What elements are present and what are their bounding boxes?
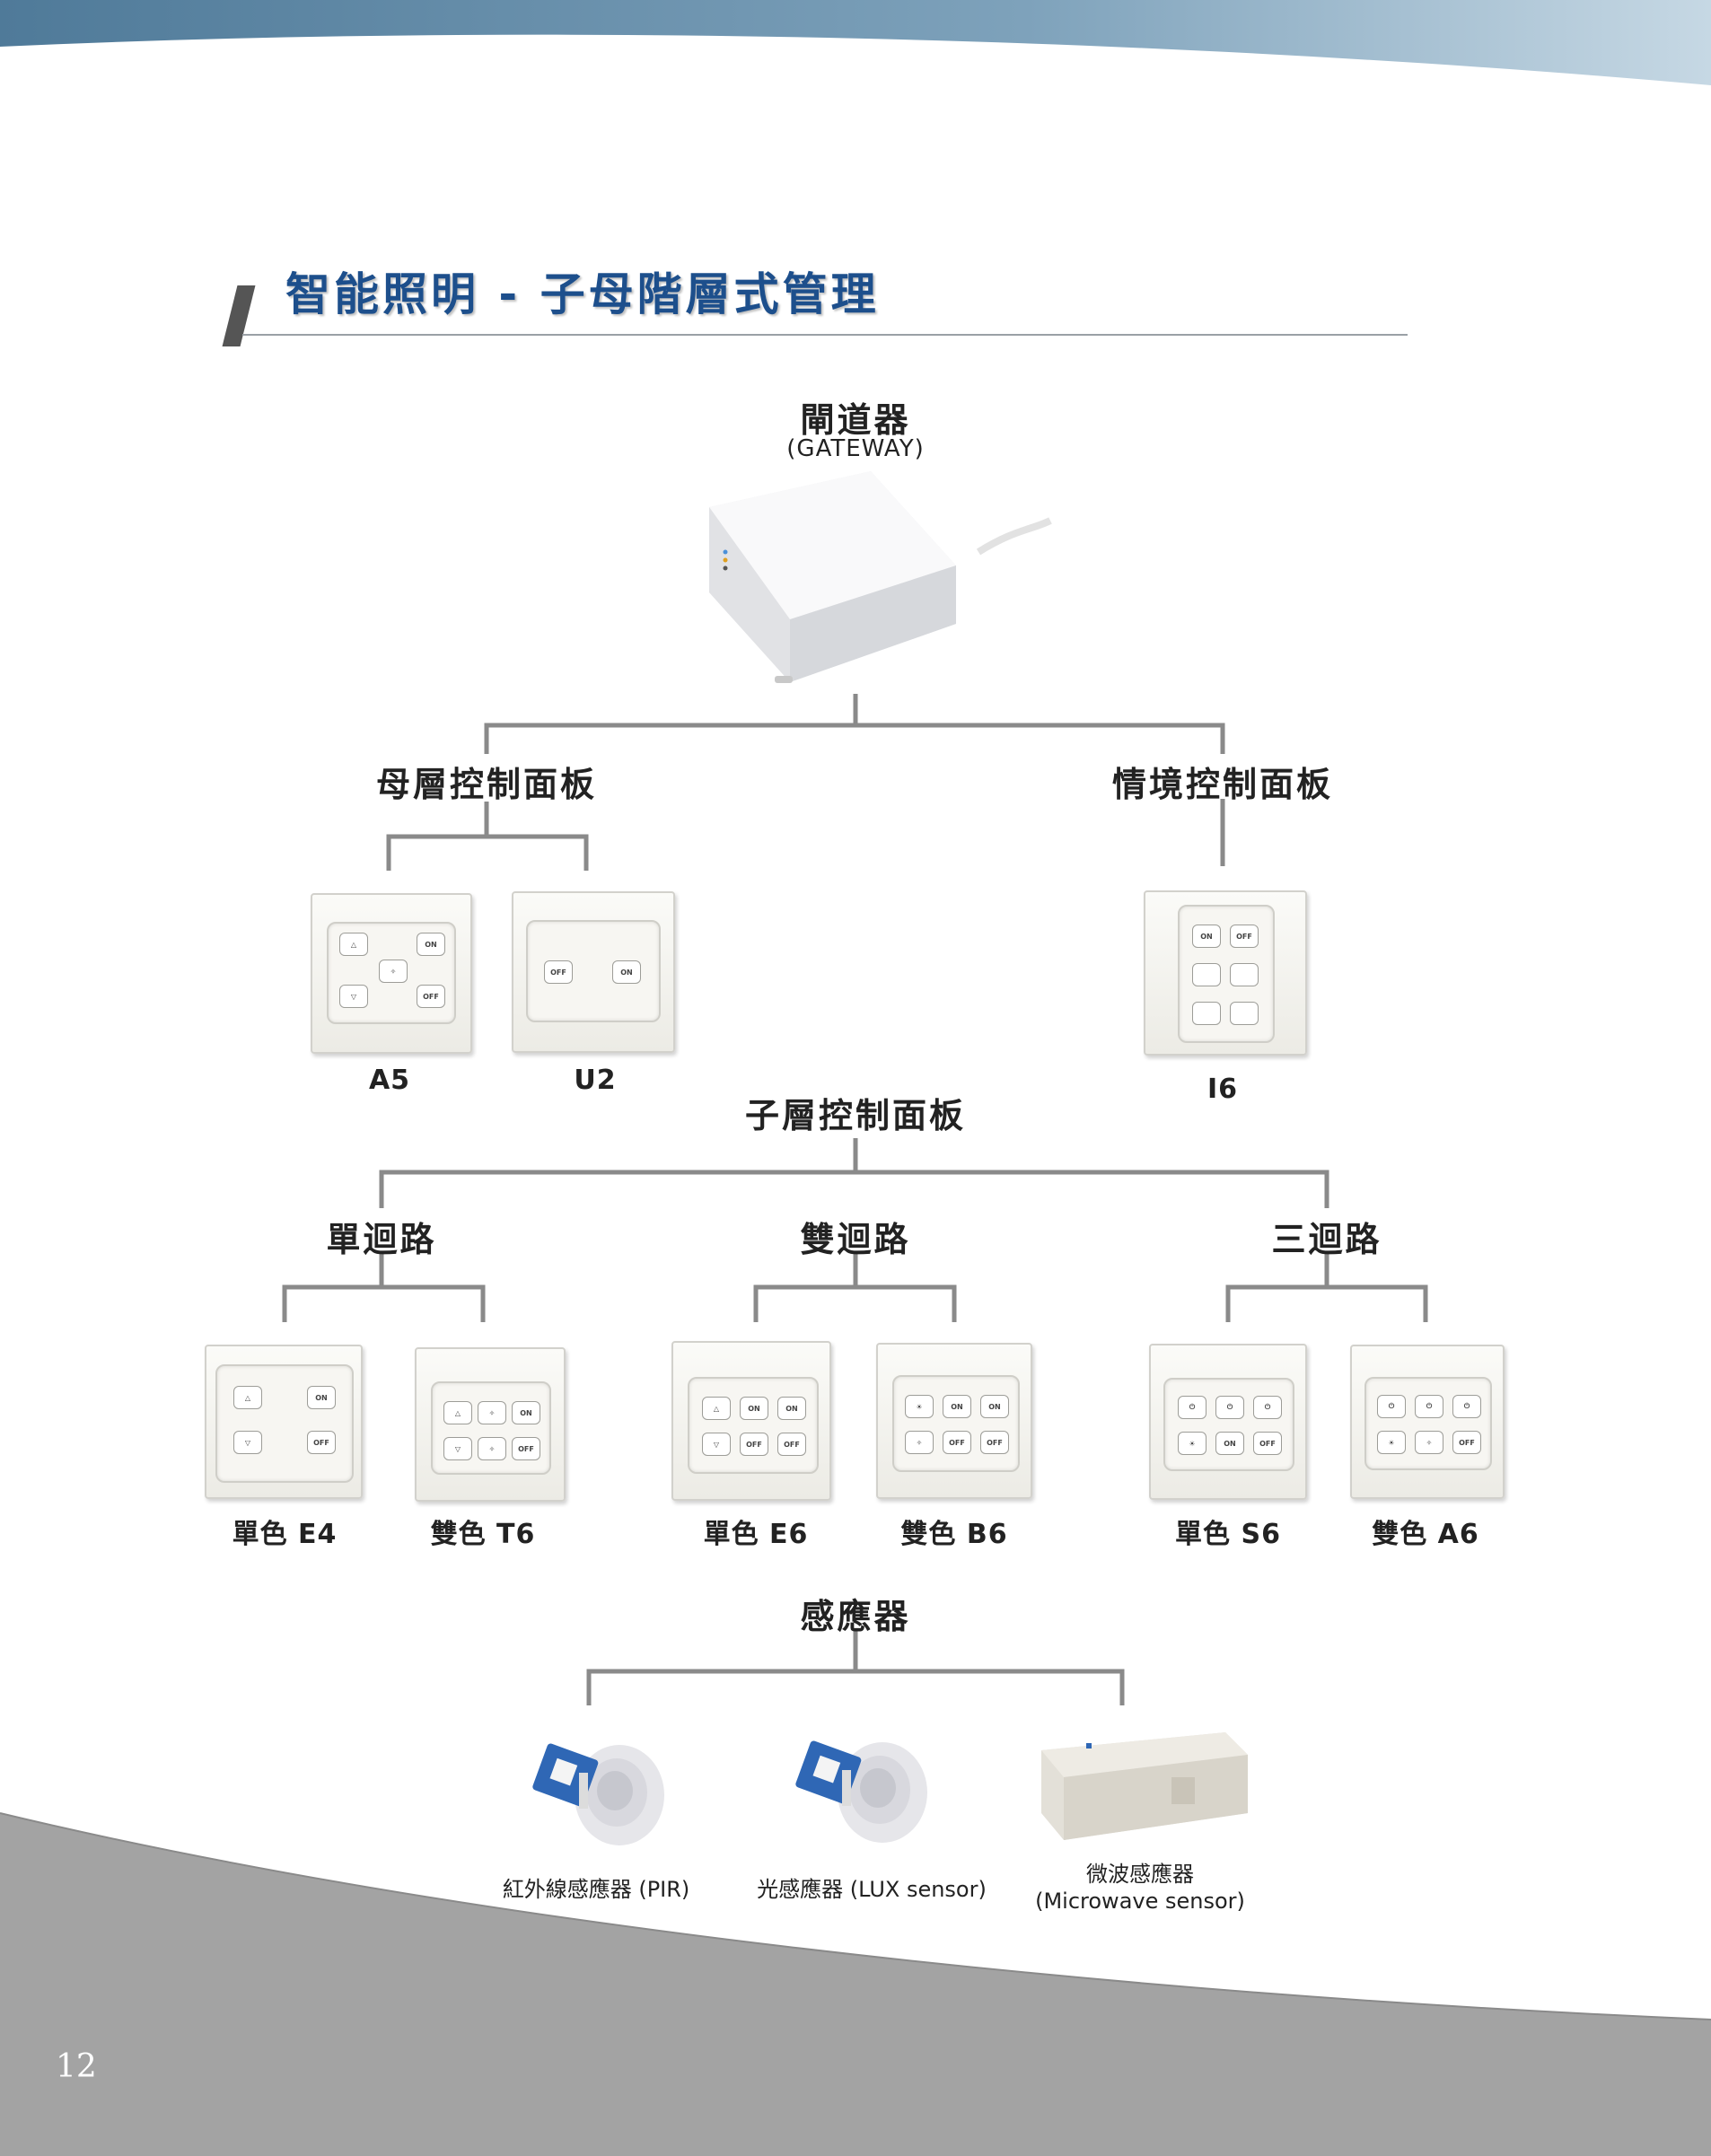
on-key: ON	[980, 1395, 1009, 1418]
panel-u2-image: OFF ON	[512, 891, 675, 1053]
sun-icon: ☀	[1178, 1432, 1206, 1455]
triple-circuit-connector	[1225, 1251, 1428, 1322]
on-key: ON	[1192, 925, 1221, 948]
sun-icon: ☀	[1377, 1431, 1406, 1454]
on-key: ON	[777, 1397, 806, 1420]
on-key: ON	[943, 1395, 971, 1418]
panel-e6-name: 單色 E6	[703, 1519, 809, 1550]
panel-i6-name: I6	[1206, 1074, 1239, 1105]
panel-e4-image: △ ▽ ON OFF	[205, 1345, 363, 1499]
single-circuit-connector	[282, 1251, 486, 1322]
on-key: ON	[612, 960, 641, 984]
page-number: 12	[56, 2048, 97, 2085]
off-key: OFF	[1230, 925, 1259, 948]
off-key: OFF	[512, 1437, 540, 1460]
bottom-band	[0, 1813, 1711, 2156]
power-icon: ⏻	[1452, 1395, 1481, 1418]
panel-e6-image: △ ON ON ▽ OFF OFF	[671, 1341, 831, 1501]
pir-sensor-image	[532, 1743, 664, 1845]
off-key: OFF	[544, 960, 573, 984]
panel-t6-name: 雙色 T6	[430, 1519, 536, 1550]
sensor-label: 感應器	[800, 1597, 911, 1636]
panel-a5-image: △ ▽ ✧ ON OFF	[311, 893, 472, 1054]
down-icon: ▽	[443, 1437, 472, 1460]
off-key: OFF	[1253, 1432, 1282, 1455]
panel-s6-name: 單色 S6	[1175, 1519, 1281, 1550]
scene-key	[1192, 963, 1221, 986]
down-icon: ▽	[702, 1433, 731, 1456]
scene-panel-label: 情境控制面板	[1111, 765, 1334, 804]
gateway-connector	[484, 694, 1225, 754]
on-key: ON	[307, 1386, 336, 1409]
single-circuit-label: 單迴路	[326, 1220, 437, 1259]
down-icon: ▽	[233, 1431, 262, 1454]
triple-circuit-label: 三迴路	[1271, 1220, 1382, 1259]
dual-circuit-label: 雙迴路	[800, 1220, 911, 1259]
panel-a5-name: A5	[368, 1065, 411, 1096]
up-icon: △	[702, 1397, 731, 1420]
off-key: OFF	[777, 1433, 806, 1456]
power-icon: ⏻	[1253, 1396, 1282, 1419]
master-connector	[386, 802, 589, 871]
dim-icon: ✧	[478, 1401, 506, 1424]
scene-key	[1230, 963, 1259, 986]
scene-key	[1192, 1002, 1221, 1025]
off-key: OFF	[417, 985, 445, 1008]
panel-a6-image: ⏻ ⏻ ⏻ ☀ ✧ OFF	[1350, 1345, 1505, 1499]
down-icon: ▽	[339, 985, 368, 1008]
power-icon: ⏻	[1415, 1395, 1443, 1418]
microwave-sensor-name-line2: (Microwave sensor)	[1035, 1889, 1245, 1914]
master-panel-label: 母層控制面板	[375, 765, 598, 804]
dim-icon: ✧	[905, 1431, 934, 1454]
gateway-sublabel: (GATEWAY)	[786, 435, 925, 462]
lux-sensor-image	[795, 1740, 927, 1843]
panel-i6-image: ON OFF	[1144, 890, 1307, 1056]
gateway-device-image	[709, 471, 1052, 683]
sub-panel-label: 子層控制面板	[744, 1096, 967, 1135]
panel-a6-name: 雙色 A6	[1372, 1519, 1479, 1550]
up-icon: △	[443, 1401, 472, 1424]
title-rule	[242, 334, 1408, 336]
dim-icon: ✧	[1415, 1431, 1443, 1454]
on-key: ON	[740, 1397, 768, 1420]
sun-icon: ☀	[905, 1395, 934, 1418]
off-key: OFF	[307, 1431, 336, 1454]
page-title: 智能照明 - 子母階層式管理	[285, 268, 880, 320]
panel-e4-name: 單色 E4	[232, 1519, 338, 1550]
microwave-sensor-image	[1041, 1732, 1248, 1840]
lux-sensor-name: 光感應器 (LUX sensor)	[757, 1877, 987, 1902]
microwave-sensor-name: 微波感應器	[1086, 1862, 1194, 1887]
on-key: ON	[1215, 1432, 1244, 1455]
panel-t6-image: △ ✧ ON ▽ ✧ OFF	[415, 1347, 566, 1502]
dim-icon: ✧	[478, 1437, 506, 1460]
panel-u2-name: U2	[574, 1065, 617, 1096]
off-key: OFF	[1452, 1431, 1481, 1454]
up-icon: △	[339, 933, 368, 956]
panel-s6-image: ⏻ ⏻ ⏻ ☀ ON OFF	[1149, 1344, 1307, 1500]
power-icon: ⏻	[1178, 1396, 1206, 1419]
top-band	[0, 0, 1711, 85]
pir-sensor-name: 紅外線感應器 (PIR)	[502, 1877, 690, 1902]
on-key: ON	[417, 933, 445, 956]
sensor-connector	[586, 1629, 1125, 1705]
off-key: OFF	[980, 1431, 1009, 1454]
off-key: OFF	[740, 1433, 768, 1456]
panel-b6-name: 雙色 B6	[900, 1519, 1008, 1550]
power-icon: ⏻	[1215, 1396, 1244, 1419]
off-key: OFF	[943, 1431, 971, 1454]
sub-connector	[379, 1138, 1329, 1208]
scene-key	[1230, 1002, 1259, 1025]
on-key: ON	[512, 1401, 540, 1424]
dim-icon: ✧	[379, 960, 408, 983]
power-icon: ⏻	[1377, 1395, 1406, 1418]
gateway-label: 閘道器	[800, 400, 911, 440]
panel-b6-image: ☀ ON ON ✧ OFF OFF	[876, 1343, 1032, 1499]
dual-circuit-connector	[753, 1251, 957, 1322]
up-icon: △	[233, 1386, 262, 1409]
